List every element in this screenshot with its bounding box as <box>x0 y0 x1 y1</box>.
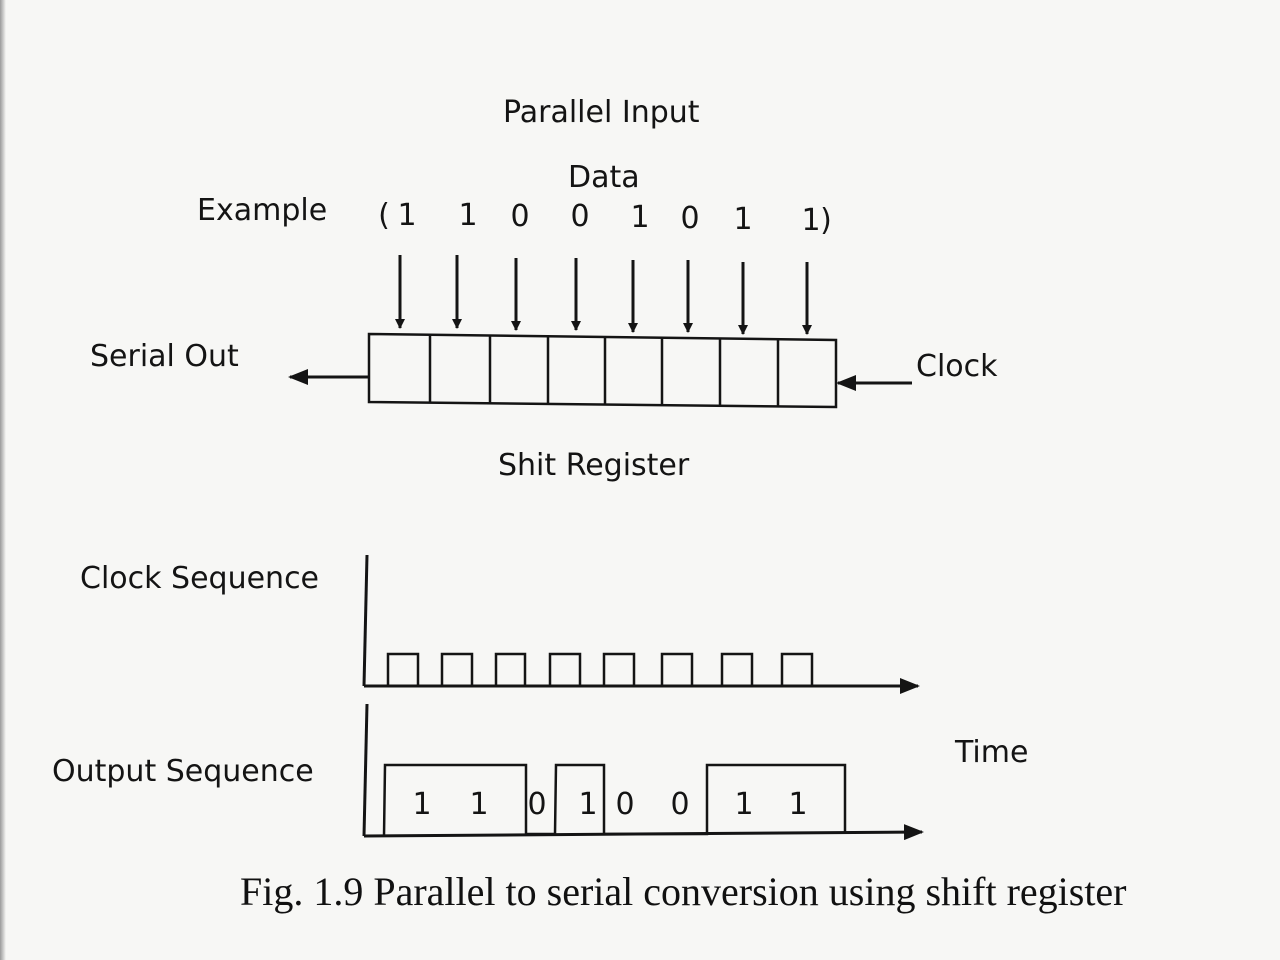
output-bit: 1 <box>578 787 598 822</box>
input-bit: 0 <box>570 199 590 234</box>
clock-waveform-path <box>364 652 814 688</box>
open-paren: ( <box>378 198 390 233</box>
output-bit: 1 <box>788 787 808 822</box>
register-outline <box>367 332 838 409</box>
shift-register-label: Shit Register <box>498 448 690 483</box>
input-arrows <box>395 255 812 335</box>
output-waveform-path <box>382 763 847 837</box>
output-bit: 1 <box>469 787 489 822</box>
clock-sequence-label: Clock Sequence <box>80 561 320 596</box>
parallel-input-label: Parallel Input <box>503 95 700 130</box>
page-edge-shadow <box>0 0 6 960</box>
shift-register <box>367 332 838 409</box>
output-bit: 0 <box>670 787 690 822</box>
clock-y-axis <box>362 554 369 687</box>
input-bit: 1 <box>397 198 417 233</box>
clock-sequence-axis <box>362 554 920 694</box>
clock-waveform <box>364 652 814 688</box>
close-paren: ) <box>820 203 832 238</box>
input-bit: 1 <box>630 200 650 235</box>
output-bit: 0 <box>615 787 635 822</box>
output-sequence-label: Output Sequence <box>52 754 314 789</box>
time-label: Time <box>955 735 1029 770</box>
figure-caption: Fig. 1.9 Parallel to serial conversion u… <box>240 869 1127 914</box>
serial-out-label: Serial Out <box>90 339 239 374</box>
output-sequence-axis <box>362 703 924 841</box>
input-bit: 1 <box>801 203 821 238</box>
input-bit: 1 <box>733 202 753 237</box>
output-bit: 1 <box>734 787 754 822</box>
input-bit: 0 <box>510 199 530 234</box>
output-bit: 1 <box>412 787 432 822</box>
input-bit: 1 <box>458 198 478 233</box>
output-bit: 0 <box>527 787 547 822</box>
clock-label: Clock <box>916 349 998 384</box>
output-y-axis <box>362 703 369 837</box>
output-waveform <box>382 763 847 837</box>
data-label: Data <box>568 160 640 195</box>
input-bit: 0 <box>680 201 700 236</box>
example-label: Example <box>197 193 328 228</box>
